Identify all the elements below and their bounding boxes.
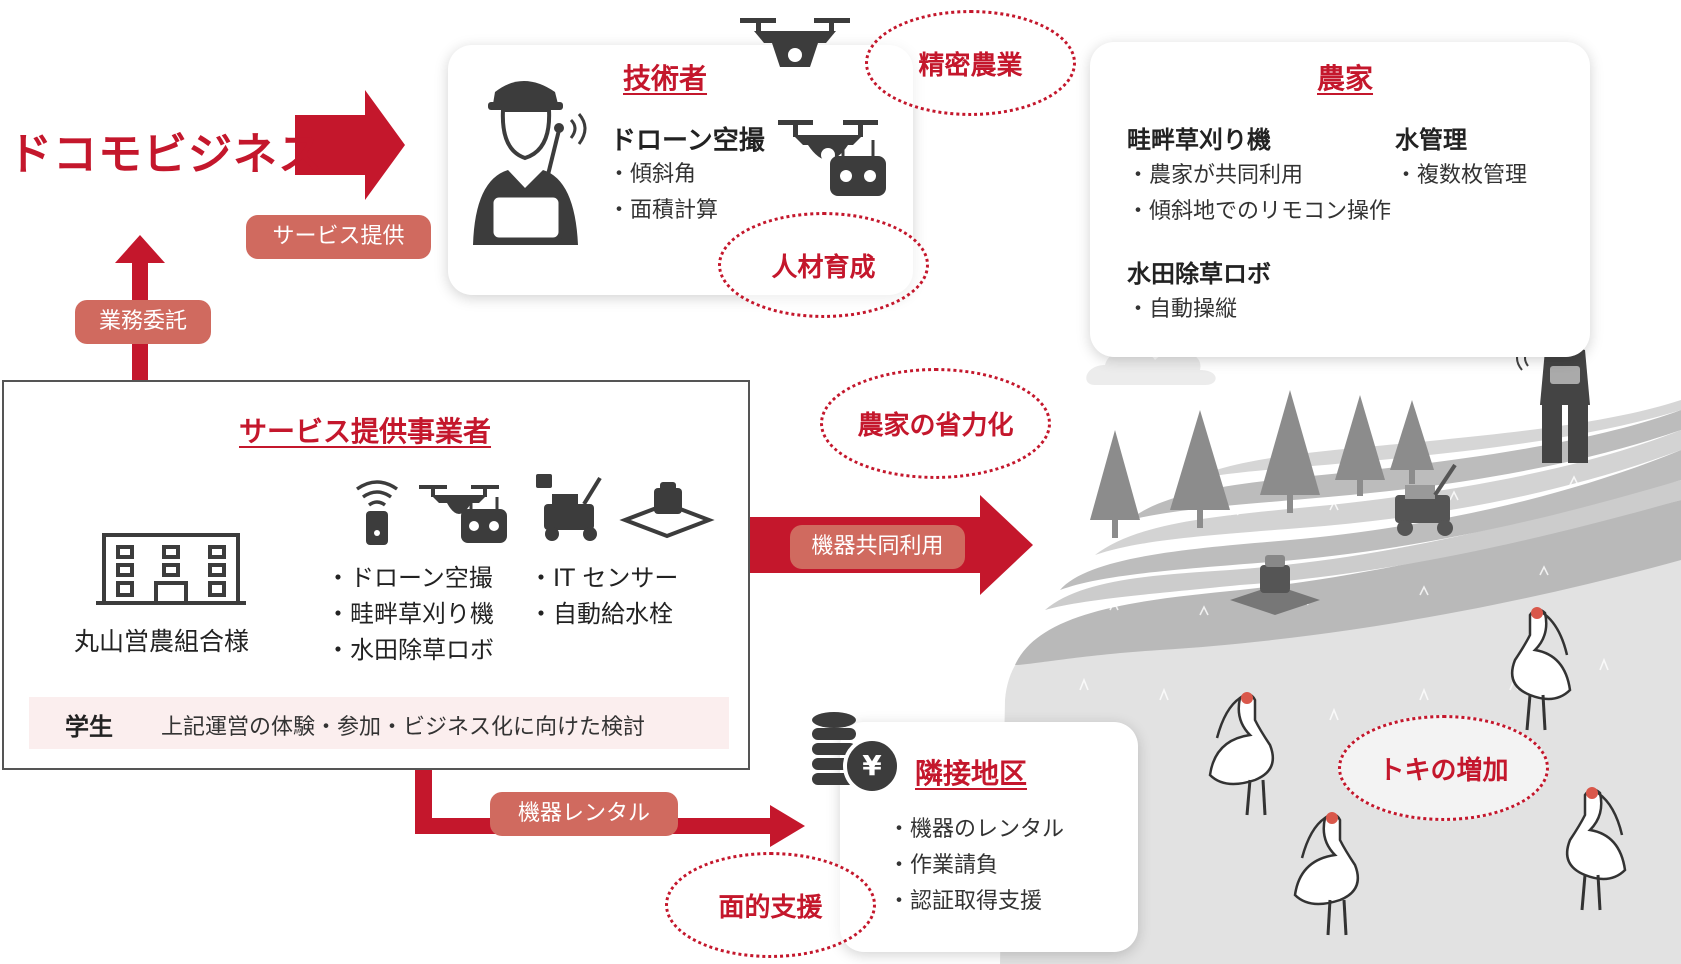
ibis-icon [1565, 787, 1627, 911]
mower-robot-icon [536, 474, 602, 541]
cloud-icon [1086, 349, 1216, 385]
yen-coin-icon: ¥ [843, 737, 901, 795]
organization-name: 丸山営農組合様 [74, 627, 250, 656]
farmer-list-weeding: 自動操縦 [1127, 292, 1237, 328]
list-item: 自動給水栓 [529, 596, 678, 632]
neighbor-list: 機器のレンタル 作業請負 認証取得支援 [888, 812, 1064, 920]
engineer-title: 技術者 [623, 62, 708, 95]
remote-controller-icon [461, 497, 507, 543]
engineer-heading: ドローン空撮 [610, 126, 765, 156]
farmer-heading-weeding: 水田除草ロボ [1127, 260, 1271, 288]
ibis-icon [1510, 607, 1572, 731]
mower-robot-icon [1395, 463, 1457, 536]
list-item: ドローン空撮 [326, 560, 494, 596]
drone-icon [740, 18, 850, 67]
tree-icon [1090, 390, 1434, 538]
docomo-business-name: ドコモビジネス [8, 129, 323, 180]
farmer-heading-water: 水管理 [1395, 126, 1467, 154]
yen-symbol: ¥ [862, 749, 882, 782]
provider-list-left: ドローン空撮 畦畔草刈り機 水田除草ロボ [326, 560, 494, 668]
labor-saving-bubble: 農家の省力化 [820, 368, 1051, 479]
list-item: 複数枚管理 [1395, 158, 1527, 194]
student-band: 学生 上記運営の体験・参加・ビジネス化に向けた検討 [29, 697, 729, 749]
farmer-card: 農家 畦畔草刈り機 農家が共同利用 傾斜地でのリモコン操作 水管理 複数枚管理 … [1090, 42, 1590, 357]
ibis-increase-bubble: トキの増加 [1338, 715, 1549, 821]
drone-icon [419, 485, 499, 514]
wifi-sensor-icon [355, 480, 399, 545]
precision-agriculture-bubble: 精密農業 [865, 10, 1076, 116]
list-item: IT センサー [529, 560, 678, 596]
student-label: 学生 [65, 713, 113, 741]
drone-icon [778, 120, 878, 162]
farmer-list-mower: 農家が共同利用 傾斜地でのリモコン操作 [1127, 158, 1391, 230]
list-item: 農家が共同利用 [1127, 158, 1391, 194]
list-item: 傾斜地でのリモコン操作 [1127, 194, 1391, 230]
list-item: 水田除草ロボ [326, 632, 494, 668]
service-provision-label: サービス提供 [246, 215, 431, 259]
engineer-icon [473, 81, 587, 245]
neighbor-title: 隣接地区 [915, 757, 1028, 790]
equipment-sharing-label: 機器共同利用 [790, 525, 965, 569]
list-item: 作業請負 [888, 848, 1064, 884]
engineer-list: 傾斜角 面積計算 [608, 157, 718, 229]
list-item: 畦畔草刈り機 [326, 596, 494, 632]
human-resources-bubble: 人材育成 [718, 212, 929, 318]
service-provider-title: サービス提供事業者 [239, 415, 492, 448]
building-icon [96, 533, 246, 605]
ibis-icon [1293, 812, 1360, 936]
provider-list-right: IT センサー 自動給水栓 [529, 560, 678, 632]
list-item: 傾斜角 [608, 157, 718, 193]
student-text: 上記運営の体験・参加・ビジネス化に向けた検討 [161, 715, 646, 740]
weeding-robot-icon [619, 482, 715, 539]
remote-controller-icon [830, 140, 886, 196]
business-entrust-label: 業務委託 [75, 300, 211, 344]
area-support-bubble: 面的支援 [665, 852, 876, 958]
list-item: 機器のレンタル [888, 812, 1064, 848]
farmer-list-water: 複数枚管理 [1395, 158, 1527, 194]
list-item: 認証取得支援 [888, 884, 1064, 920]
farmer-heading-mower: 畦畔草刈り機 [1127, 126, 1271, 154]
service-provider-box: サービス提供事業者 丸山営農組合様 [2, 380, 750, 770]
list-item: 自動操縦 [1127, 292, 1237, 328]
list-item: 面積計算 [608, 193, 718, 229]
service-arrow [295, 90, 405, 200]
weeding-robot-icon [1230, 555, 1320, 615]
farmer-title: 農家 [1317, 62, 1374, 95]
ibis-icon [1208, 692, 1275, 816]
equipment-rental-label: 機器レンタル [490, 792, 678, 836]
